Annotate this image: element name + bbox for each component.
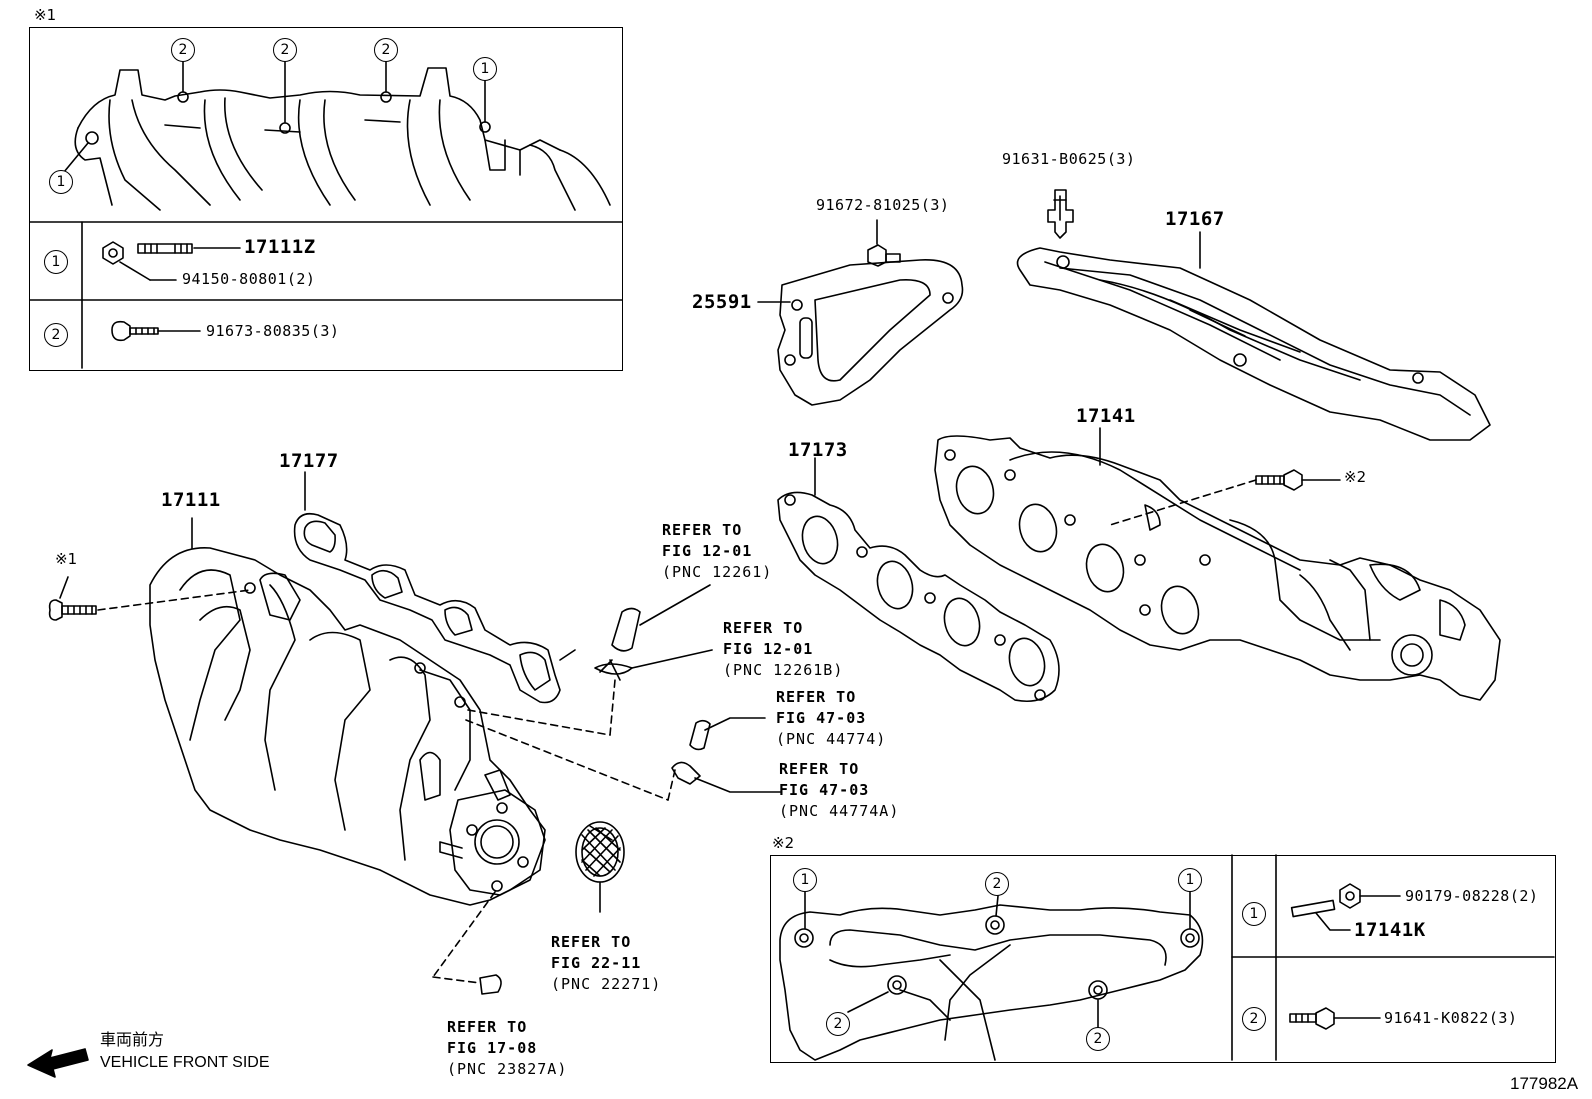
refer-line: FIG 12-01 bbox=[723, 640, 814, 658]
exhaust-gasket-17173 bbox=[777, 457, 1060, 703]
note2-bolt bbox=[1109, 469, 1341, 526]
box2-row1-number: 1 bbox=[1242, 902, 1266, 926]
box2-nut-90179: 90179-08228(2) bbox=[1405, 887, 1539, 905]
box2-callout-2c: 2 bbox=[1086, 1027, 1110, 1051]
box1-callout-2a: 2 bbox=[171, 38, 195, 62]
detail-box-2-mark: ※2 bbox=[772, 834, 795, 852]
box2-row2-number: 2 bbox=[1242, 1007, 1266, 1031]
refer-line: FIG 22-11 bbox=[551, 954, 642, 972]
refer-line: REFER TO bbox=[551, 933, 632, 951]
detail-box-1 bbox=[29, 27, 623, 371]
figure-id: 177982A bbox=[1510, 1074, 1579, 1093]
box1-nut-94150: 94150-80801(2) bbox=[182, 270, 316, 288]
part-25591: 25591 bbox=[692, 291, 752, 313]
box1-stud-17111z: 17111Z bbox=[244, 236, 316, 258]
box1-callout-2b: 2 bbox=[273, 38, 297, 62]
refer-line: FIG 47-03 bbox=[776, 709, 867, 727]
box1-callout-1a: 1 bbox=[473, 57, 497, 81]
box1-row2-number: 2 bbox=[44, 323, 68, 347]
box2-callout-2b: 2 bbox=[826, 1012, 850, 1036]
refer-pnc: (PNC 12261) bbox=[662, 563, 773, 581]
note2-bolt-mark: ※2 bbox=[1344, 468, 1367, 486]
box1-manifold-sketch bbox=[63, 59, 611, 211]
part-17177: 17177 bbox=[279, 450, 339, 472]
refer-fig-17-08: REFER TO FIG 17-08 (PNC 23827A) bbox=[447, 1017, 567, 1080]
box1-row1-number: 1 bbox=[44, 250, 68, 274]
note1-bolt-mark: ※1 bbox=[55, 550, 78, 568]
exhaust-manifold-17141 bbox=[934, 427, 1501, 701]
refer-line: REFER TO bbox=[723, 619, 804, 637]
note1-bolt bbox=[48, 576, 251, 621]
part-17141: 17141 bbox=[1076, 405, 1136, 427]
refer-fig-47-03-a: REFER TO FIG 47-03 (PNC 44774) bbox=[776, 687, 886, 750]
refer-line: FIG 47-03 bbox=[779, 781, 870, 799]
part-17111: 17111 bbox=[161, 489, 221, 511]
refer-fig-12-01-a: REFER TO FIG 12-01 (PNC 12261) bbox=[662, 520, 772, 583]
box1-callout-2c: 2 bbox=[374, 38, 398, 62]
heat-insulator-17167 bbox=[1016, 189, 1491, 441]
detail-box-2 bbox=[770, 855, 1556, 1063]
refer-pnc: (PNC 12261B) bbox=[723, 661, 844, 679]
detail-box-1-mark: ※1 bbox=[34, 6, 57, 24]
box2-stud-17141k: 17141K bbox=[1354, 919, 1426, 941]
box2-callout-1a: 1 bbox=[793, 868, 817, 892]
refer-fig-22-11: REFER TO FIG 22-11 (PNC 22271) bbox=[551, 932, 661, 995]
vehicle-front-jp: 車両前方 bbox=[100, 1032, 165, 1049]
box1-bolt-91673: 91673-80835(3) bbox=[206, 322, 340, 340]
box1-fasteners bbox=[102, 241, 241, 342]
bracket-25591 bbox=[757, 219, 964, 406]
intake-gasket-17177 bbox=[293, 471, 576, 704]
refer-fig-12-01-b: REFER TO FIG 12-01 (PNC 12261B) bbox=[723, 618, 843, 681]
refer-line: REFER TO bbox=[662, 521, 743, 539]
part-17173: 17173 bbox=[788, 439, 848, 461]
refer-pnc: (PNC 22271) bbox=[551, 975, 662, 993]
refer-parts bbox=[479, 584, 781, 995]
box2-callout-2a: 2 bbox=[985, 872, 1009, 896]
intake-manifold-17111 bbox=[149, 517, 676, 984]
vehicle-front-label: 車両前方 VEHICLE FRONT SIDE bbox=[100, 1030, 270, 1074]
refer-line: REFER TO bbox=[776, 688, 857, 706]
refer-pnc: (PNC 44774A) bbox=[779, 802, 900, 820]
vehicle-front-en: VEHICLE FRONT SIDE bbox=[100, 1054, 270, 1071]
refer-pnc: (PNC 23827A) bbox=[447, 1060, 568, 1078]
refer-line: FIG 17-08 bbox=[447, 1039, 538, 1057]
box2-sketch bbox=[779, 854, 1555, 1061]
box2-fasteners bbox=[1289, 883, 1401, 1030]
box1-callout-1b: 1 bbox=[49, 170, 73, 194]
box2-callout-1b: 1 bbox=[1178, 868, 1202, 892]
part-17167: 17167 bbox=[1165, 208, 1225, 230]
box2-bolt-91641: 91641-K0822(3) bbox=[1384, 1009, 1518, 1027]
refer-fig-47-03-b: REFER TO FIG 47-03 (PNC 44774A) bbox=[779, 759, 899, 822]
refer-line: FIG 12-01 bbox=[662, 542, 753, 560]
vehicle-front-arrow bbox=[27, 1048, 89, 1078]
part-91631: 91631-B0625(3) bbox=[1002, 150, 1136, 168]
refer-line: REFER TO bbox=[779, 760, 860, 778]
refer-pnc: (PNC 44774) bbox=[776, 730, 887, 748]
refer-line: REFER TO bbox=[447, 1018, 528, 1036]
part-91672: 91672-81025(3) bbox=[816, 196, 950, 214]
